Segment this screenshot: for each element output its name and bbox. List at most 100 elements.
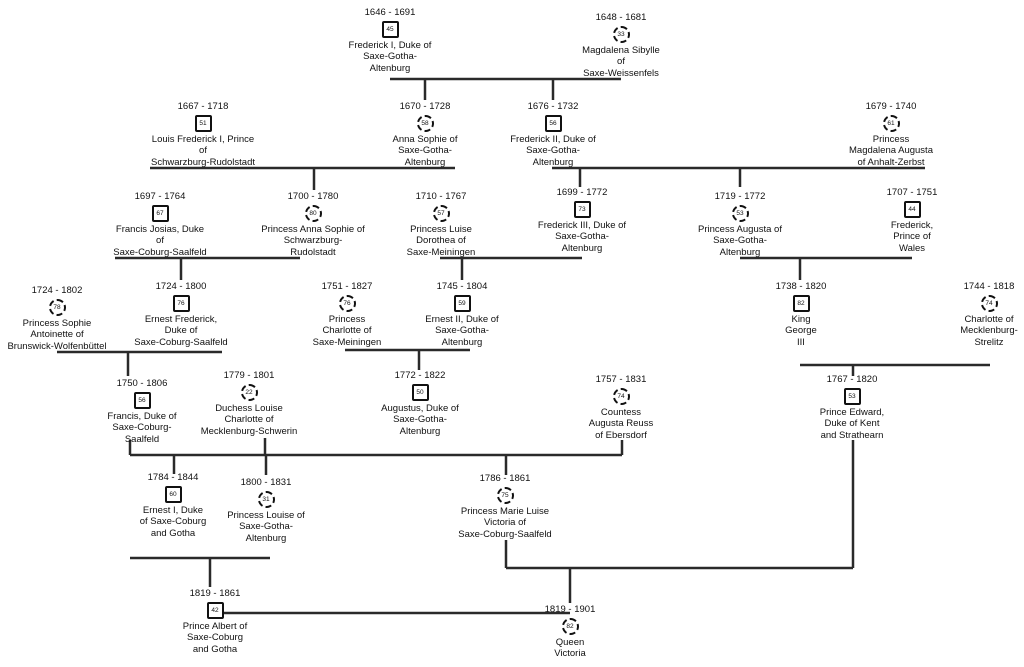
person-name: Princess Magdalena Augusta of Anhalt-Zer…: [849, 133, 933, 168]
male-age-badge-icon: 42: [206, 601, 224, 619]
person-name: Francis, Duke of Saxe-Coburg- Saalfeld: [107, 410, 177, 445]
male-age-badge-icon: 51: [194, 114, 212, 132]
person-name: Princess Charlotte of Saxe-Meiningen: [312, 313, 382, 348]
life-dates: 1784 - 1844: [147, 472, 199, 483]
person-name: Princess Marie Luise Victoria of Saxe-Co…: [458, 505, 552, 540]
life-dates: 1724 - 1802: [31, 285, 83, 296]
person-ernest-ii[interactable]: 1745 - 1804 59 Ernest II, Duke of Saxe-G…: [377, 281, 547, 348]
life-dates: 1670 - 1728: [399, 101, 451, 112]
person-name: Duchess Louise Charlotte of Mecklenburg-…: [200, 402, 298, 437]
female-age-badge-icon: 31: [257, 490, 275, 508]
person-name: Princess Sophie Antoinette of Brunswick-…: [7, 317, 107, 352]
life-dates: 1699 - 1772: [556, 187, 608, 198]
female-age-badge-icon: 78: [48, 298, 66, 316]
female-age-badge-icon: 74: [980, 294, 998, 312]
person-louise-charlotte[interactable]: 1779 - 1801 22 Duchess Louise Charlotte …: [164, 370, 334, 437]
life-dates: 1819 - 1861: [189, 588, 241, 599]
person-charlotte-meiningen[interactable]: 1751 - 1827 76 Princess Charlotte of Sax…: [262, 281, 432, 348]
person-name: Princess Augusta of Saxe-Gotha- Altenbur…: [698, 223, 782, 258]
person-ernest-i[interactable]: 1784 - 1844 60 Ernest I, Duke of Saxe-Co…: [88, 472, 258, 539]
person-anna-sophie-gotha[interactable]: 1670 - 1728 58 Anna Sophie of Saxe-Gotha…: [340, 101, 510, 168]
person-louise-gotha[interactable]: 1800 - 1831 31 Princess Louise of Saxe-G…: [181, 477, 351, 544]
person-louis-frederick-i[interactable]: 1667 - 1718 51 Louis Frederick I, Prince…: [118, 101, 288, 168]
person-frederick-ii[interactable]: 1676 - 1732 56 Frederick II, Duke of Sax…: [468, 101, 638, 168]
person-name: Princess Luise Dorothea of Saxe-Meininge…: [406, 223, 476, 258]
person-george-iii[interactable]: 1738 - 1820 82 King George III: [716, 281, 886, 348]
life-dates: 1646 - 1691: [364, 7, 416, 18]
life-dates: 1779 - 1801: [223, 370, 275, 381]
person-anna-sophie-schwarzburg[interactable]: 1700 - 1780 80 Princess Anna Sophie of S…: [228, 191, 398, 258]
life-dates: 1707 - 1751: [886, 187, 938, 198]
person-name: Charlotte of Mecklenburg- Strelitz: [960, 313, 1018, 348]
male-age-badge-icon: 76: [172, 294, 190, 312]
person-prince-edward[interactable]: 1767 - 1820 53 Prince Edward, Duke of Ke…: [767, 374, 937, 441]
person-frederick-wales[interactable]: 1707 - 1751 44 Frederick, Prince of Wale…: [827, 187, 997, 254]
female-age-badge-icon: 74: [612, 387, 630, 405]
person-name: Louis Frederick I, Prince of Schwarzburg…: [150, 133, 256, 168]
person-francis-josias[interactable]: 1697 - 1764 67 Francis Josias, Duke of S…: [75, 191, 245, 258]
life-dates: 1819 - 1901: [544, 604, 596, 615]
female-age-badge-icon: 58: [416, 114, 434, 132]
life-dates: 1648 - 1681: [595, 12, 647, 23]
person-name: Frederick III, Duke of Saxe-Gotha- Alten…: [537, 219, 627, 254]
person-sophie-antoinette[interactable]: 1724 - 1802 78 Princess Sophie Antoinett…: [0, 285, 142, 352]
person-augusta-gotha[interactable]: 1719 - 1772 53 Princess Augusta of Saxe-…: [655, 191, 825, 258]
life-dates: 1744 - 1818: [963, 281, 1015, 292]
life-dates: 1767 - 1820: [826, 374, 878, 385]
person-name: Frederick, Prince of Wales: [890, 219, 934, 254]
person-name: Princess Anna Sophie of Schwarzburg- Rud…: [261, 223, 365, 258]
life-dates: 1800 - 1831: [240, 477, 292, 488]
male-age-badge-icon: 82: [792, 294, 810, 312]
life-dates: 1738 - 1820: [775, 281, 827, 292]
female-age-badge-icon: 61: [882, 114, 900, 132]
person-augusta-reuss[interactable]: 1757 - 1831 74 Countess Augusta Reuss of…: [536, 374, 706, 441]
person-name: Francis Josias, Duke of Saxe-Coburg-Saal…: [113, 223, 207, 258]
male-age-badge-icon: 56: [133, 391, 151, 409]
female-age-badge-icon: 57: [432, 204, 450, 222]
life-dates: 1679 - 1740: [865, 101, 917, 112]
person-name: Magdalena Sibylle of Saxe-Weissenfels: [582, 44, 660, 79]
person-queen-victoria[interactable]: 1819 - 1901 82 Queen Victoria: [485, 604, 655, 660]
person-name: King George III: [785, 313, 817, 348]
life-dates: 1786 - 1861: [479, 473, 531, 484]
person-name: Ernest I, Duke of Saxe-Coburg and Gotha: [139, 504, 207, 539]
male-age-badge-icon: 44: [903, 200, 921, 218]
person-frederick-iii[interactable]: 1699 - 1772 73 Frederick III, Duke of Sa…: [497, 187, 667, 254]
person-marie-luise[interactable]: 1786 - 1861 75 Princess Marie Luise Vict…: [420, 473, 590, 540]
person-name: Ernest Frederick, Duke of Saxe-Coburg-Sa…: [134, 313, 228, 348]
person-name: Queen Victoria: [554, 636, 586, 660]
female-age-badge-icon: 53: [731, 204, 749, 222]
female-age-badge-icon: 22: [240, 383, 258, 401]
person-name: Frederick II, Duke of Saxe-Gotha- Altenb…: [510, 133, 596, 168]
person-name: Countess Augusta Reuss of Ebersdorf: [588, 406, 654, 441]
person-frederick-i[interactable]: 1646 - 1691 45 Frederick I, Duke of Saxe…: [305, 7, 475, 74]
life-dates: 1750 - 1806: [116, 378, 168, 389]
male-age-badge-icon: 60: [164, 485, 182, 503]
person-name: Augustus, Duke of Saxe-Gotha- Altenburg: [381, 402, 459, 437]
person-charlotte-mecklenburg[interactable]: 1744 - 1818 74 Charlotte of Mecklenburg-…: [904, 281, 1024, 348]
life-dates: 1745 - 1804: [436, 281, 488, 292]
male-age-badge-icon: 50: [411, 383, 429, 401]
person-augustus[interactable]: 1772 - 1822 50 Augustus, Duke of Saxe-Go…: [335, 370, 505, 437]
life-dates: 1676 - 1732: [527, 101, 579, 112]
person-magdalena-sibylle[interactable]: 1648 - 1681 33 Magdalena Sibylle of Saxe…: [536, 12, 706, 79]
person-luise-dorothea[interactable]: 1710 - 1767 57 Princess Luise Dorothea o…: [356, 191, 526, 258]
life-dates: 1697 - 1764: [134, 191, 186, 202]
female-age-badge-icon: 33: [612, 25, 630, 43]
male-age-badge-icon: 56: [544, 114, 562, 132]
life-dates: 1724 - 1800: [155, 281, 207, 292]
person-magdalena-augusta[interactable]: 1679 - 1740 61 Princess Magdalena August…: [806, 101, 976, 168]
person-francis-saalfeld[interactable]: 1750 - 1806 56 Francis, Duke of Saxe-Cob…: [57, 378, 227, 445]
life-dates: 1710 - 1767: [415, 191, 467, 202]
male-age-badge-icon: 53: [843, 387, 861, 405]
female-age-badge-icon: 75: [496, 486, 514, 504]
person-prince-albert[interactable]: 1819 - 1861 42 Prince Albert of Saxe-Cob…: [130, 588, 300, 655]
female-age-badge-icon: 76: [338, 294, 356, 312]
life-dates: 1667 - 1718: [177, 101, 229, 112]
person-name: Anna Sophie of Saxe-Gotha- Altenburg: [392, 133, 458, 168]
person-ernest-frederick[interactable]: 1724 - 1800 76 Ernest Frederick, Duke of…: [96, 281, 266, 348]
person-name: Princess Louise of Saxe-Gotha- Altenburg: [227, 509, 305, 544]
life-dates: 1719 - 1772: [714, 191, 766, 202]
male-age-badge-icon: 59: [453, 294, 471, 312]
